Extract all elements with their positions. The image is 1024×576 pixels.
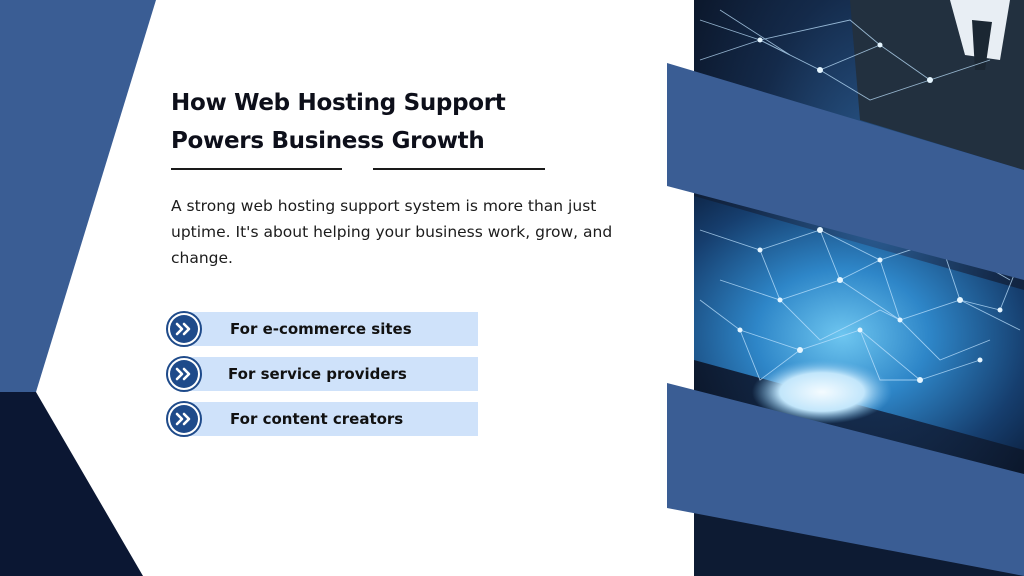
left-blue-panel [0,0,156,392]
intro-line-3: change. [171,249,233,267]
slide-title-line-1: How Web Hosting Support [171,90,506,116]
feature-badge [166,356,202,392]
feature-badge [166,401,202,437]
left-dark-corner [0,392,143,576]
feature-item-ecommerce: For e-commerce sites [166,311,478,347]
feature-bar [186,357,478,391]
intro-line-1: A strong web hosting support system is m… [171,197,597,215]
intro-line-2: uptime. It's about helping your business… [171,223,613,241]
intro-paragraph: A strong web hosting support system is m… [171,193,641,271]
feature-label: For content creators [230,410,404,428]
feature-label: For service providers [228,365,407,383]
double-chevron-right-icon [170,315,198,343]
feature-bar [186,402,478,436]
feature-label: For e-commerce sites [230,320,412,338]
double-chevron-right-icon [170,405,198,433]
feature-item-service-providers: For service providers [166,356,478,392]
feature-list: For e-commerce sites For service provide… [166,311,478,447]
divider-left [171,168,342,170]
feature-item-content-creators: For content creators [166,401,478,437]
slide-title: How Web Hosting Support Powers Business … [171,84,631,160]
lower-blue-band [667,383,1024,576]
divider-right [373,168,545,170]
feature-badge [166,311,202,347]
slide-title-line-2: Powers Business Growth [171,128,485,154]
double-chevron-right-icon [170,360,198,388]
upper-blue-band [667,63,1024,280]
feature-bar [186,312,478,346]
